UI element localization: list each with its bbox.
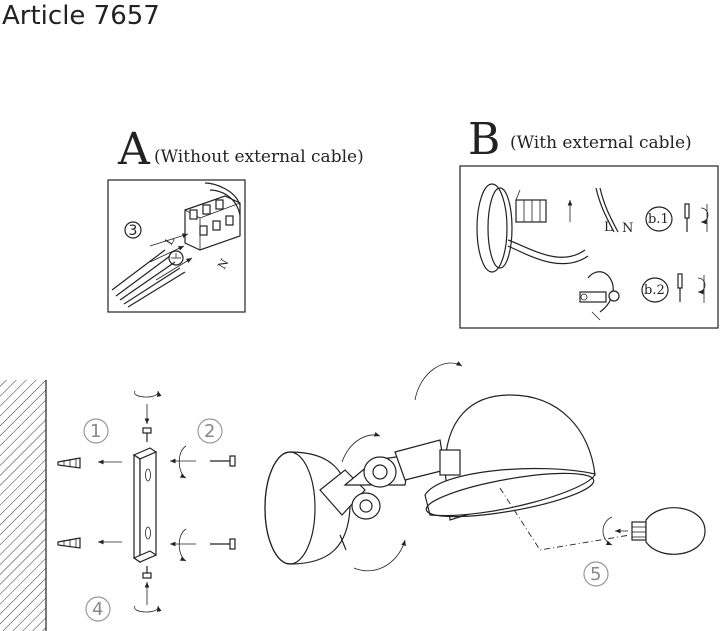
- page-title: Article 7657: [2, 1, 160, 31]
- option-a-letter: A: [117, 124, 151, 175]
- step-3-circle: [124, 221, 142, 239]
- step-5-label: 5: [590, 564, 601, 585]
- sub-step-b1-circle: [645, 206, 673, 232]
- step-1-circle: [83, 418, 109, 444]
- wall-screw: [170, 445, 236, 479]
- cable-clamp: [579, 271, 620, 321]
- option-a-caption: (Without external cable): [154, 147, 364, 167]
- mounting-bracket: [132, 447, 158, 564]
- earth-symbol: [168, 250, 184, 266]
- option-a-panel: [107, 179, 246, 313]
- step-2-label: 2: [204, 421, 215, 442]
- wall-plug: [57, 457, 81, 469]
- sub-step-b1-label: b.1: [648, 212, 669, 227]
- option-b-letter: B: [468, 114, 500, 165]
- option-b-label-l: L: [604, 220, 613, 235]
- step-2-circle: [197, 418, 223, 444]
- bracket-screw: [134, 390, 162, 442]
- sub-step-b2-label: b.2: [644, 283, 665, 298]
- step-1-label: 1: [90, 421, 101, 442]
- sub-step-b2-circle: [641, 277, 669, 303]
- terminal-block: [184, 195, 241, 251]
- light-bulb-icon: [602, 507, 706, 555]
- step-5-circle: [583, 561, 609, 587]
- option-b-section: B (With external cable) L N b.1: [459, 114, 719, 329]
- option-b-caption: (With external cable): [510, 133, 692, 153]
- step-4-circle: [85, 596, 111, 622]
- canopy-with-cable: [476, 183, 589, 273]
- wall-lamp: [264, 361, 631, 572]
- screwdriver-icon: [684, 203, 709, 232]
- option-b-panel: [459, 165, 719, 329]
- supply-wires: [111, 182, 241, 308]
- step-4-label: 4: [92, 599, 103, 620]
- option-b-label-n: N: [622, 221, 633, 236]
- option-a-section: A (Without external cable) 3: [107, 124, 364, 313]
- wall-plug: [57, 537, 81, 549]
- bracket-screw: [134, 566, 162, 613]
- wire-label-l: L: [162, 234, 177, 247]
- wall-screw: [170, 528, 236, 562]
- wall: [0, 380, 47, 631]
- wire-label-n: N: [215, 256, 231, 271]
- screwdriver-icon: [677, 273, 706, 303]
- step-3-label: 3: [129, 223, 138, 239]
- cable-l-n: L N: [595, 187, 633, 236]
